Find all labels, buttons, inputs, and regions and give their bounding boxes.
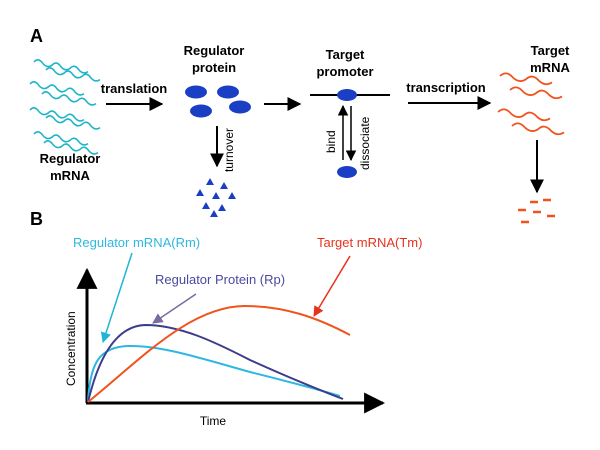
target-mrna-label-line1: Target xyxy=(531,43,570,58)
target-mrna-strand xyxy=(499,72,553,86)
target-mrna-pointer-arrow xyxy=(313,255,351,317)
regulator-protein-label-line2: protein xyxy=(192,60,236,75)
dissociate-label: dissociate xyxy=(358,116,372,170)
target-mrna-strand xyxy=(509,86,563,100)
regulator-protein-label-line1: Regulator xyxy=(184,43,245,58)
bound-protein-oval xyxy=(337,89,357,101)
regulator-mrna-strand xyxy=(41,91,97,106)
panel-a-letter: A xyxy=(30,26,43,46)
regulator-mrna-strand xyxy=(45,67,101,82)
degraded-protein-fragments xyxy=(196,178,236,217)
regulator-protein-curve-label: Regulator Protein (Rp) xyxy=(155,272,285,287)
target-mrna-fragments xyxy=(518,198,555,224)
regulator-protein-pointer-arrow xyxy=(152,293,197,324)
panel-b-letter: B xyxy=(30,209,43,229)
translation-label: translation xyxy=(101,81,168,96)
protein-oval xyxy=(190,104,212,118)
protein-oval xyxy=(229,100,251,114)
regulator-mrna-curve xyxy=(87,344,341,403)
degraded-fragment-triangle xyxy=(218,204,226,211)
target-promoter-label-line1: Target xyxy=(326,47,365,62)
regulator-mrna-label-line2: mRNA xyxy=(50,168,90,183)
target-mrna-label-line2: mRNA xyxy=(530,60,570,75)
target-mrna-strands xyxy=(497,72,565,136)
target-promoter-label-line2: promoter xyxy=(316,64,373,79)
free-protein-oval xyxy=(337,166,357,178)
degraded-fragment-triangle xyxy=(212,192,220,199)
protein-oval xyxy=(185,85,207,99)
target-mrna-strand xyxy=(497,108,551,122)
turnover-label: turnover xyxy=(222,128,236,172)
degraded-fragment-triangle xyxy=(210,210,218,217)
target-mrna-curve-label: Target mRNA(Tm) xyxy=(317,235,422,250)
regulator-mrna-strand xyxy=(43,140,99,155)
regulator-mrna-curve-label: Regulator mRNA(Rm) xyxy=(73,235,200,250)
target-mrna-strand xyxy=(511,122,565,136)
regulator-protein-curve xyxy=(87,323,344,403)
degraded-fragment-triangle xyxy=(220,182,228,189)
regulator-mrna-strand xyxy=(45,115,101,130)
x-axis-label: Time xyxy=(200,414,227,428)
y-axis-label: Concentration xyxy=(64,311,78,386)
regulator-mrna-pointer-arrow xyxy=(100,252,133,343)
degraded-fragment-triangle xyxy=(206,178,214,185)
degraded-fragment-triangle xyxy=(202,202,210,209)
regulator-mrna-label-line1: Regulator xyxy=(40,151,101,166)
degraded-fragment-triangle xyxy=(228,192,236,199)
regulator-mrna-strand xyxy=(29,107,85,122)
protein-oval xyxy=(217,85,239,99)
target-mrna-curve xyxy=(87,304,351,403)
regulator-mrna-strand xyxy=(29,81,85,96)
regulator-mrna-strand xyxy=(33,131,89,146)
degraded-fragment-triangle xyxy=(196,189,204,196)
transcription-label: transcription xyxy=(406,80,486,95)
regulator-mrna-strands xyxy=(29,59,101,155)
regulator-mrna-strand xyxy=(33,59,89,74)
regulator-protein-ovals xyxy=(185,85,251,118)
bind-label: bind xyxy=(324,130,338,153)
